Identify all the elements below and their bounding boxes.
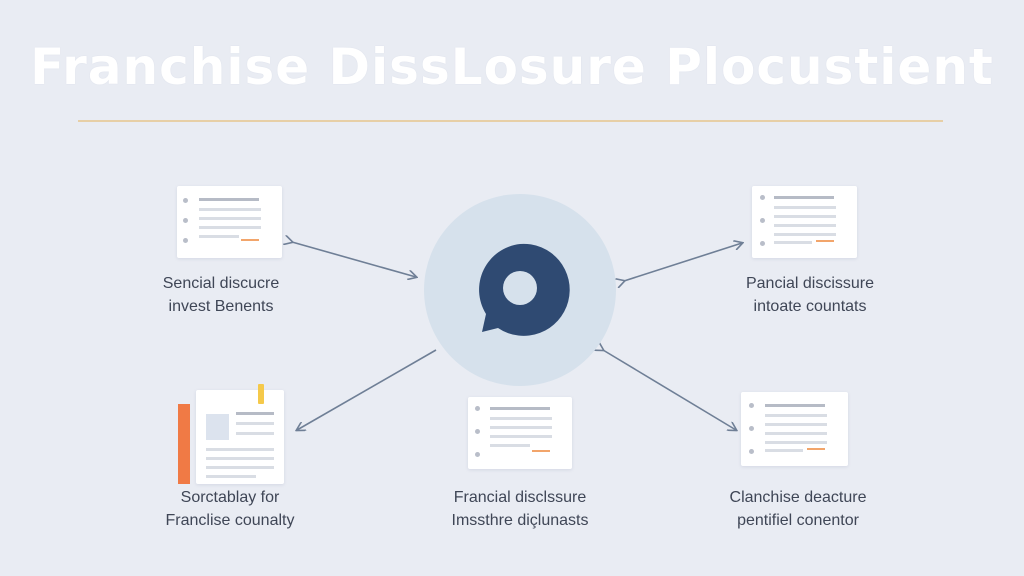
document-card-top-left: [177, 186, 282, 258]
bookmark-clip: [258, 384, 264, 404]
node-label-bottom-middle: Francial disclssure Imssthre diçlunasts: [451, 489, 589, 529]
node-label-top-right: Pancial discissure intoate countats: [745, 275, 875, 315]
arrow-top-left: [292, 242, 416, 277]
node-label-bottom-right: Clanchise deacture pentifiel conentor: [729, 489, 867, 529]
document-card-bottom-left: [196, 390, 284, 484]
folder-spine: [178, 404, 190, 484]
document-card-top-right: [752, 186, 857, 258]
document-card-bottom-right: [741, 392, 848, 466]
arrow-top-right: [624, 243, 742, 281]
central-hub: [424, 194, 616, 386]
page-title: Franchise DissLosure Plocustient: [30, 38, 994, 96]
chat-bubble-icon: [479, 243, 570, 336]
title-divider: [78, 120, 943, 122]
node-label-top-left: Sencial discucre invest Benents: [162, 275, 280, 315]
arrow-bottom-left: [297, 349, 437, 430]
arrow-bottom-right: [603, 350, 736, 430]
document-card-bottom-middle: [468, 397, 572, 469]
node-label-bottom-left: Sorctablay for Franclise counalty: [165, 489, 295, 529]
